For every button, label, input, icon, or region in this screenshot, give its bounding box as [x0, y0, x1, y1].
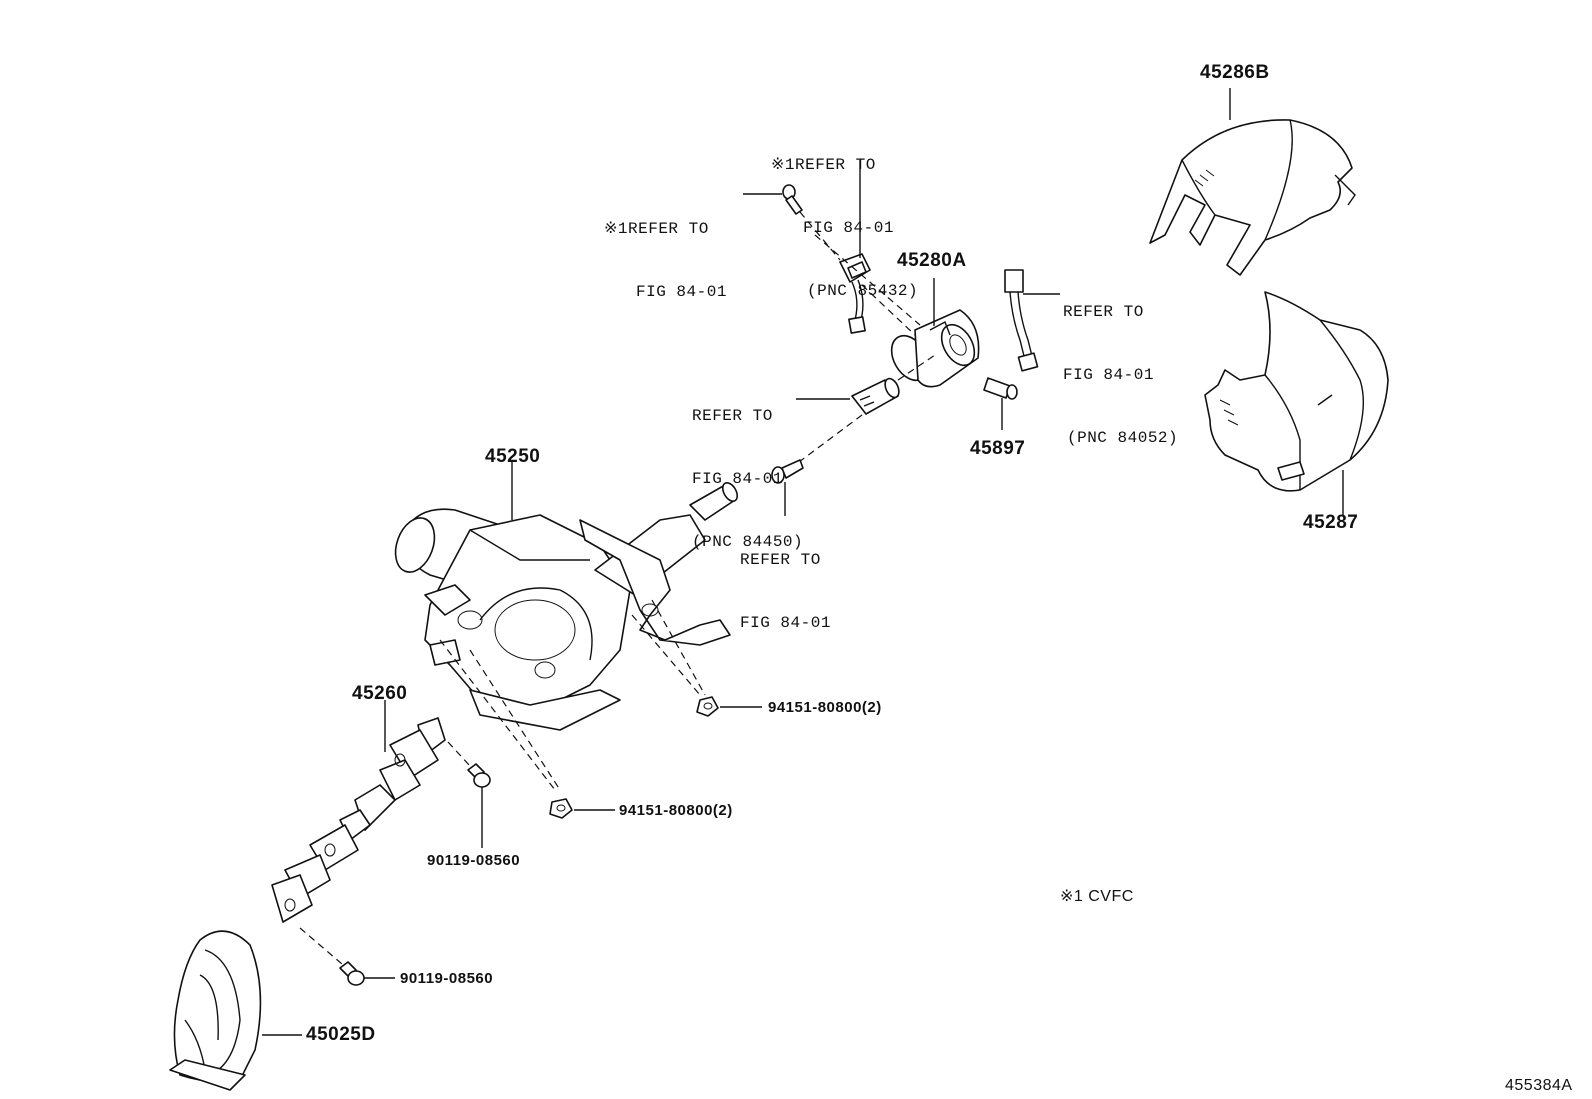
upper-column-cover: [1149, 119, 1356, 276]
label-boot: 45025D: [306, 1024, 376, 1045]
lower-column-cover: [1204, 291, 1389, 492]
ref-84450: REFER TO FIG 84-01 (PNC 84450): [692, 364, 803, 574]
ref-bolt-mid-line1: REFER TO: [740, 551, 821, 569]
ref-bolt-upper: ※1REFER TO FIG 84-01: [604, 177, 727, 324]
ref-85432-line3: (PNC 85432): [807, 282, 919, 300]
key-cylinder-84450: [851, 377, 900, 415]
label-lock-cylinder: 45280A: [897, 250, 967, 271]
ref-84450-line1: REFER TO: [692, 407, 773, 425]
connector-84052: [1004, 269, 1039, 372]
shaft-bolt: [467, 763, 491, 788]
steering-column-assembly: [394, 482, 739, 731]
label-column-assy: 45250: [485, 446, 541, 467]
diagram-id: 455384A: [1505, 1077, 1573, 1094]
ref-84450-line2: FIG 84-01: [692, 470, 783, 488]
ref-85432-line1: ※1REFER TO: [771, 156, 876, 174]
ref-bolt-mid: REFER TO FIG 84-01: [740, 508, 831, 655]
label-bolt-bottom: 90119-08560: [400, 970, 494, 987]
label-cover-upper: 45286B: [1200, 62, 1270, 83]
ref-84052-line3: (PNC 84052): [1067, 429, 1179, 447]
ref-84052-line2: FIG 84-01: [1063, 366, 1154, 384]
label-switch-bolt: 45897: [970, 438, 1026, 459]
ref-bolt-mid-line2: FIG 84-01: [740, 614, 831, 632]
label-shaft: 45260: [352, 683, 408, 704]
small-bolt-mid: [771, 459, 804, 484]
small-bolt-upper: [782, 184, 803, 215]
label-cover-lower: 45287: [1303, 512, 1359, 533]
key-switch-85432: [839, 253, 871, 334]
ref-84052: REFER TO FIG 84-01 (PNC 84052): [1063, 260, 1178, 470]
column-boot: [169, 930, 262, 1091]
ref-84052-line1: REFER TO: [1063, 303, 1144, 321]
ref-85432: ※1REFER TO FIG 84-01 (PNC 85432): [771, 113, 918, 323]
label-nut-upper: 94151-80800(2): [768, 699, 882, 716]
switch-bolt-45897: [983, 377, 1018, 400]
nut-upper: [696, 696, 719, 717]
lock-cylinder: [890, 309, 980, 388]
ref-84450-line3: (PNC 84450): [692, 533, 804, 551]
ref-bolt-upper-line2: FIG 84-01: [636, 283, 727, 301]
intermediate-shaft: [271, 717, 446, 923]
nut-lower: [549, 798, 573, 819]
ref-bolt-upper-line1: ※1REFER TO: [604, 220, 709, 238]
ref-85432-line2: FIG 84-01: [803, 219, 894, 237]
label-bolt-shaft: 90119-08560: [427, 852, 521, 869]
bottom-bolt: [339, 961, 365, 986]
footnote: ※1 CVFC: [1060, 888, 1134, 905]
label-nut-lower: 94151-80800(2): [619, 802, 733, 819]
